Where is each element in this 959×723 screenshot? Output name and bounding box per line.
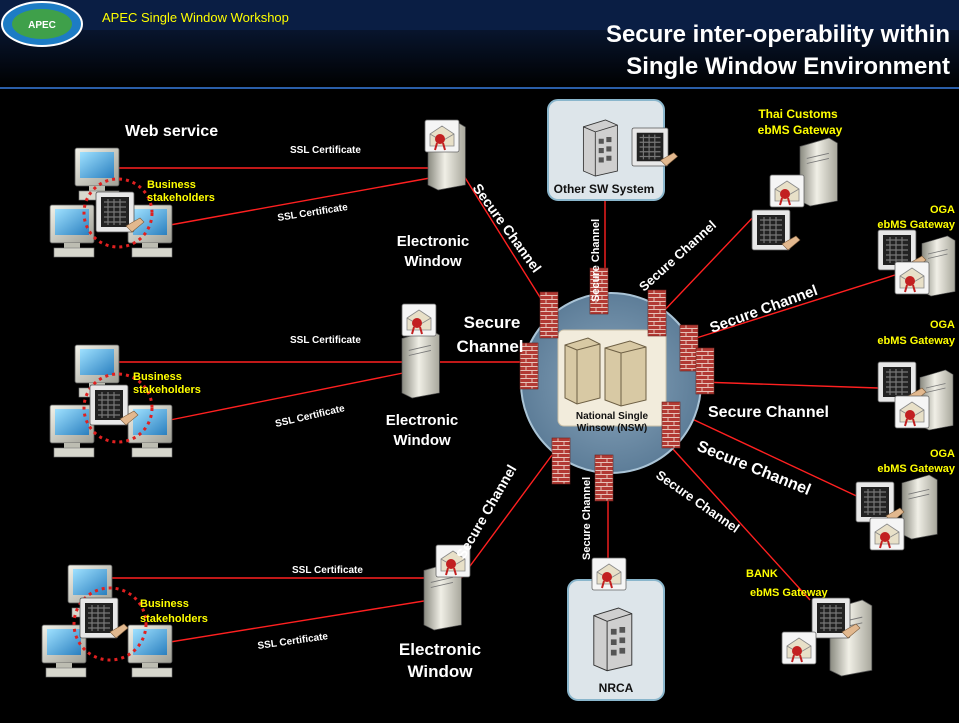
- gateway-label-line2: ebMS Gateway: [877, 335, 956, 347]
- oga-gateway-2: OGA ebMS Gateway: [877, 319, 956, 431]
- certificate-icon: [591, 557, 627, 591]
- secure-channel-label: Secure Channel: [708, 404, 829, 421]
- other-sw-label: Other SW System: [554, 182, 655, 196]
- business-label-line2: stakeholders: [140, 613, 208, 625]
- computer-icon: [49, 404, 95, 458]
- signature-pad-icon: [79, 597, 129, 639]
- electronic-window-middle: Electronic Window: [386, 303, 459, 449]
- workshop-label: APEC Single Window Workshop: [102, 10, 289, 25]
- nrca-label: NRCA: [599, 681, 634, 695]
- business-label: Business: [147, 179, 196, 191]
- business-cluster-top: Business stakeholders: [49, 147, 215, 258]
- business-label: Business: [133, 371, 182, 383]
- electronic-window-label: Electronic: [399, 640, 481, 659]
- building-icon: [582, 119, 618, 177]
- signature-pad-icon: [855, 481, 905, 523]
- server-icon: [401, 329, 440, 399]
- computer-icon: [127, 204, 173, 258]
- oga-gateway-1: OGA ebMS Gateway: [877, 204, 956, 297]
- center-label-line2: Winsow (NSW): [577, 423, 647, 434]
- thai-customs-gateway: Thai Customs ebMS Gateway: [751, 107, 843, 251]
- electronic-window-top: Electronic Window: [397, 119, 470, 270]
- electronic-window-label-line2: Window: [408, 662, 474, 681]
- server-icon: [901, 474, 938, 540]
- computer-icon: [49, 204, 95, 258]
- business-cluster-middle: Business stakeholders: [49, 344, 201, 458]
- ssl-label: SSL Certificate: [257, 631, 329, 652]
- center-label: National Single: [576, 411, 649, 422]
- signature-pad-icon: [631, 127, 679, 167]
- electronic-window-label-line2: Window: [404, 253, 462, 270]
- certificate-icon: [424, 119, 460, 153]
- bank-gateway: BANK ebMS Gateway: [746, 568, 873, 677]
- other-sw-system-panel: Other SW System: [547, 99, 679, 201]
- ssl-labels: SSL Certificate SSL Certificate SSL Cert…: [257, 145, 364, 652]
- ssl-label: SSL Certificate: [277, 202, 349, 224]
- secure-channel-label: Secure Channel: [470, 180, 545, 275]
- secure-label-line2: Channel: [456, 337, 523, 356]
- business-label: Business: [140, 598, 189, 610]
- computer-icon: [41, 624, 87, 678]
- business-label-line2: stakeholders: [147, 192, 215, 204]
- certificate-icon: [781, 631, 817, 665]
- business-label-line2: stakeholders: [133, 384, 201, 396]
- secure-label: Secure: [464, 313, 521, 332]
- electronic-window-label-line2: Window: [393, 432, 451, 449]
- certificate-icon: [769, 174, 805, 208]
- web-service-label: Web service: [125, 123, 218, 140]
- business-cluster-bottom: Business stakeholders: [41, 564, 208, 678]
- secure-channel-label: Secure Channel: [581, 477, 593, 560]
- gateway-label-line2: ebMS Gateway: [750, 587, 829, 599]
- gateway-label: Thai Customs: [758, 107, 838, 121]
- ssl-label: SSL Certificate: [274, 403, 346, 430]
- server-icon: [799, 137, 838, 207]
- gateway-label: OGA: [930, 448, 955, 460]
- gateway-label: OGA: [930, 319, 955, 331]
- logo-text: APEC: [28, 20, 56, 31]
- gateway-label: OGA: [930, 204, 955, 216]
- electronic-window-label: Electronic: [397, 233, 470, 250]
- apec-logo-icon: APEC: [1, 1, 83, 47]
- ssl-label: SSL Certificate: [290, 145, 361, 156]
- server-icon: [564, 337, 647, 407]
- gateway-label: BANK: [746, 568, 778, 580]
- electronic-window-label: Electronic: [386, 412, 459, 429]
- secure-channel-label: Secure Channel: [708, 282, 820, 337]
- certificate-icon: [894, 395, 930, 429]
- gateway-label-line2: ebMS Gateway: [877, 463, 956, 475]
- certificate-icon: [401, 303, 437, 337]
- ssl-label: SSL Certificate: [292, 565, 363, 576]
- nrca-panel: NRCA: [567, 557, 665, 701]
- gateway-label-line2: ebMS Gateway: [758, 123, 843, 137]
- secure-channel-label: Secure Channel: [636, 217, 719, 294]
- ssl-label: SSL Certificate: [290, 335, 361, 346]
- oga-gateway-3: OGA ebMS Gateway: [855, 448, 956, 551]
- page-title-line2: Single Window Environment: [626, 53, 950, 80]
- signature-pad-icon: [751, 209, 801, 251]
- electronic-window-bottom: Electronic Window: [399, 544, 481, 681]
- gateway-label-line2: ebMS Gateway: [877, 219, 956, 231]
- certificate-icon: [894, 261, 930, 295]
- link-lines: [112, 159, 896, 643]
- secure-channel-label: Secure Channel: [590, 219, 602, 302]
- certificate-icon: [869, 517, 905, 551]
- page-title: Secure inter-operability within: [606, 21, 950, 48]
- building-icon: [593, 607, 633, 672]
